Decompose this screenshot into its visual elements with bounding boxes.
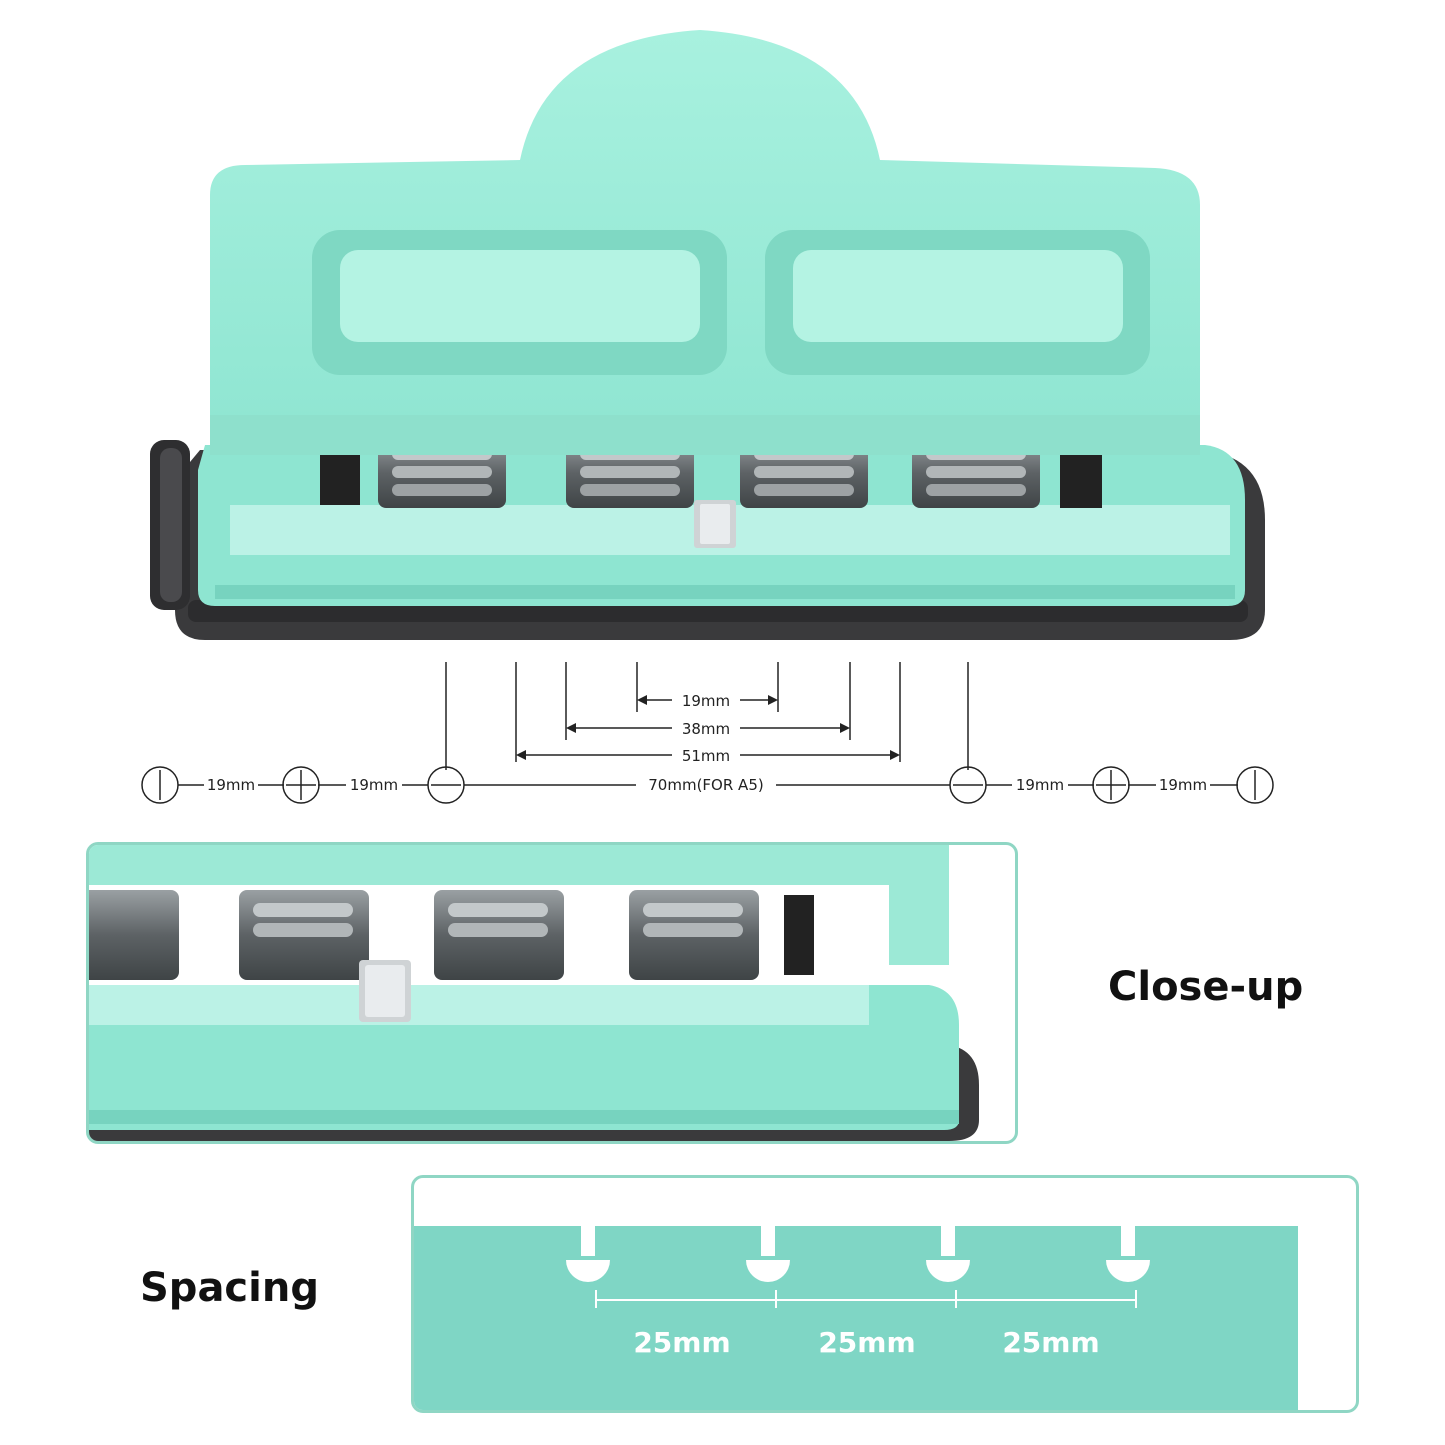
hole-marker-5 [1092, 766, 1130, 804]
closeup-die-1 [89, 890, 179, 980]
closeup-die-2 [239, 890, 369, 980]
spacing-brackets [595, 1290, 1137, 1308]
dim-label-left-2: 19mm [350, 776, 398, 794]
sheet-hole-2 [746, 1226, 790, 1282]
punch-lid [210, 30, 1200, 455]
dim-label-51: 51mm [682, 747, 730, 765]
hole-marker-6 [1236, 766, 1274, 804]
spacing-label-2: 25mm [818, 1326, 915, 1359]
dim-label-right-1: 19mm [1016, 776, 1064, 794]
hole-spacing-diagram: 19mm 38mm 51mm 19mm 19mm 70mm(FOR A5) 19… [141, 662, 1274, 804]
dim-label-main-span: 70mm(FOR A5) [648, 776, 763, 794]
sheet-hole-4 [1106, 1226, 1150, 1282]
dim-label-19: 19mm [682, 692, 730, 710]
closeup-frame [86, 842, 1018, 1144]
hole-marker-2 [282, 766, 320, 804]
closeup-image [89, 845, 979, 1141]
closeup-guide-slot [784, 895, 814, 975]
sheet-hole-3 [926, 1226, 970, 1282]
paper-guide-slider [694, 500, 736, 548]
spacing-label-3: 25mm [1002, 1326, 1099, 1359]
dim-label-38: 38mm [682, 720, 730, 738]
closeup-die-3 [434, 890, 564, 980]
dim-label-left-1: 19mm [207, 776, 255, 794]
sheet-hole-1 [566, 1226, 610, 1282]
closeup-die-4 [629, 890, 759, 980]
closeup-slider [359, 960, 411, 1022]
spacing-label: Spacing [140, 1265, 319, 1311]
hole-marker-4 [949, 766, 987, 804]
guide-slot-right [1060, 450, 1102, 508]
side-knob [150, 440, 190, 610]
spacing-frame: 25mm 25mm 25mm [411, 1175, 1359, 1413]
dim-label-right-2: 19mm [1159, 776, 1207, 794]
punch-die-3 [740, 438, 868, 508]
hole-marker-3 [427, 766, 465, 804]
hole-punch-illustration [150, 30, 1265, 640]
spacing-label-1: 25mm [633, 1326, 730, 1359]
spacing-sheet: 25mm 25mm 25mm [414, 1226, 1298, 1410]
hole-marker-1 [141, 766, 179, 804]
closeup-label: Close-up [1108, 964, 1304, 1010]
paper-sheet [414, 1226, 1298, 1410]
